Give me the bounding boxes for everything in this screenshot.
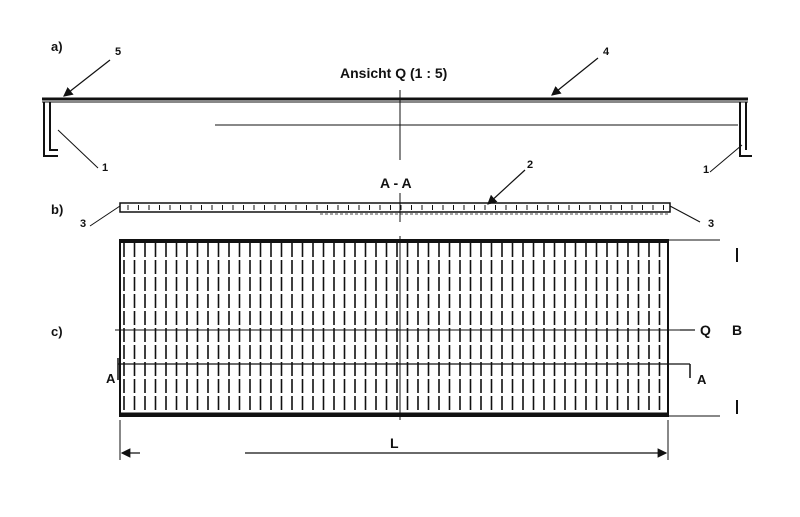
view-c	[115, 236, 738, 460]
plan-bearing-bars	[123, 243, 661, 413]
section-bar-ticks	[127, 205, 664, 210]
part-label-1-left: 1	[102, 162, 109, 174]
part-label-2: 2	[527, 159, 534, 171]
view-label-q: Q	[700, 322, 711, 338]
leader-3-right	[669, 205, 701, 223]
part-label-1-right: 1	[703, 164, 710, 176]
leader-4	[551, 57, 599, 96]
part-label-4: 4	[603, 46, 610, 58]
leader-2	[487, 169, 526, 205]
view-title: Ansicht Q (1 : 5)	[340, 65, 448, 81]
section-label-a-right: A	[697, 372, 707, 387]
view-a	[42, 57, 752, 173]
panel-label-c: c)	[51, 324, 63, 339]
part-label-5: 5	[115, 46, 122, 58]
right-bearing-profile	[739, 102, 752, 157]
view-b	[89, 169, 701, 227]
left-bearing-profile	[43, 102, 58, 157]
leader-1-right	[709, 144, 743, 173]
grating-plan-outline	[119, 239, 669, 417]
part-label-3-left: 3	[80, 218, 87, 230]
part-label-3-right: 3	[708, 218, 715, 230]
leader-5	[63, 59, 111, 97]
dim-label-b: B	[732, 322, 743, 338]
leader-3-left	[89, 205, 121, 227]
section-title: A - A	[380, 175, 412, 191]
panel-label-a: a)	[51, 39, 63, 54]
section-label-a-left: A	[106, 371, 116, 386]
grating-section	[119, 202, 671, 213]
dim-label-l: L	[390, 435, 399, 451]
panel-label-b: b)	[51, 202, 64, 217]
leader-1-left	[57, 129, 99, 169]
